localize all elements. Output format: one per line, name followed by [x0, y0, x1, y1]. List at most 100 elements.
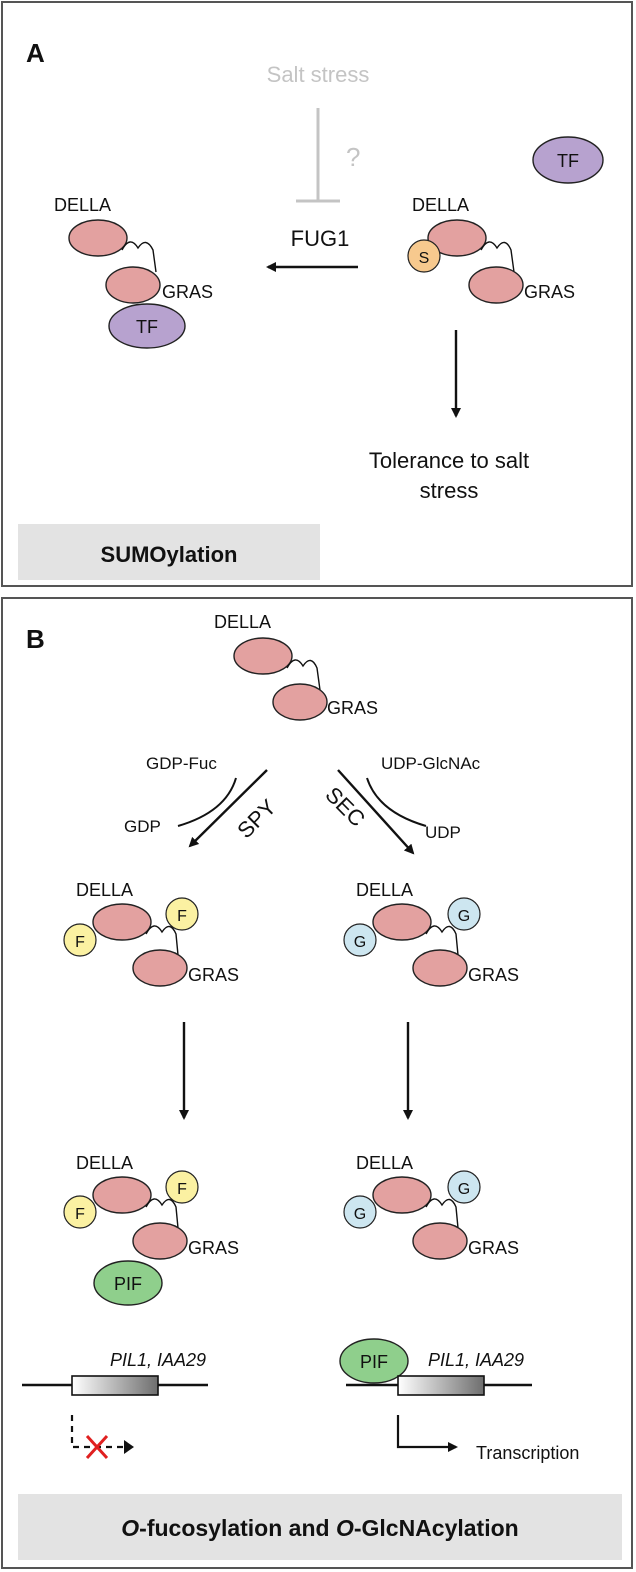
panel-a-footer — [18, 524, 320, 580]
blocked-arrowhead — [124, 1440, 134, 1454]
gras-domain — [272, 683, 328, 721]
gras-domain — [412, 1222, 468, 1260]
transcription-label: Transcription — [476, 1443, 579, 1463]
footer-o-2: O — [336, 1515, 354, 1541]
della-domain — [427, 219, 487, 257]
sumo-mark-label: S — [419, 250, 430, 267]
gras-label-f1: GRAS — [188, 965, 239, 985]
tf-bound — [108, 303, 186, 349]
della-label-g2: DELLA — [356, 1153, 413, 1173]
sumo-mark — [407, 239, 441, 273]
panel-b-footer-label: O-fucosylation and O-GlcNAcylation — [121, 1515, 518, 1541]
gene-names-left: PIL1, IAA29 — [110, 1350, 206, 1370]
gras-label-top: GRAS — [327, 698, 378, 718]
della-linker — [121, 241, 157, 273]
fucose-mark — [165, 897, 199, 931]
glcnac-mark — [447, 1170, 481, 1204]
gene-box — [397, 1375, 485, 1396]
tolerance-line2: stress — [420, 478, 479, 503]
footer-glcnacylation: -GlcNAcylation — [354, 1515, 519, 1541]
gras-label-g1: GRAS — [468, 965, 519, 985]
della-label-left: DELLA — [54, 195, 111, 215]
tf-free — [532, 136, 604, 184]
della-linker — [480, 241, 515, 273]
salt-stress-label: Salt stress — [267, 62, 370, 87]
della-linker — [286, 659, 321, 691]
della-label-f2: DELLA — [76, 1153, 133, 1173]
sec-arrow — [337, 769, 415, 855]
udp-glcnac-label: UDP-GlcNAc — [381, 754, 481, 773]
glcnac-mark-label: G — [458, 1181, 470, 1198]
pif-promoter-label: PIF — [360, 1352, 388, 1372]
fucosylated-della: DELLA F F GRAS — [63, 880, 239, 987]
panel-a: A Salt stress ? FUG1 DELLA GRAS TF DELLA… — [1, 1, 633, 587]
fucose-mark — [63, 923, 97, 957]
fucose-mark-label: F — [75, 934, 85, 951]
udp-label: UDP — [425, 823, 461, 842]
panel-b: B DELLA GRAS GDP-Fuc GDP SPY UDP-GlcNAc … — [1, 597, 633, 1569]
transcription-arrow — [396, 1415, 458, 1452]
footer-fucosylation: -fucosylation and — [139, 1515, 336, 1541]
della-linker — [425, 925, 459, 956]
fucose-mark — [165, 1170, 199, 1204]
blocked-cross-icon — [85, 1434, 109, 1460]
glcnac-mark-label: G — [354, 1206, 366, 1223]
gdp-label: GDP — [124, 817, 161, 836]
fucose-mark — [63, 1195, 97, 1229]
panel-b-frame — [1, 597, 633, 1569]
gene-locus-right: PIF PIL1, IAA29 Transcription — [339, 1338, 579, 1463]
gras-domain — [468, 266, 524, 304]
glcnacylated-della: DELLA G G GRAS — [343, 880, 519, 987]
della-linker — [425, 1198, 459, 1229]
panel-a-footer-label: SUMOylation — [101, 542, 238, 567]
della-domain — [372, 903, 432, 941]
della-domain — [92, 1176, 152, 1214]
glcnac-mark-label: G — [458, 908, 470, 925]
tf-bound-label: TF — [136, 317, 158, 337]
footer-o-1: O — [121, 1515, 139, 1541]
fug1-label: FUG1 — [291, 226, 350, 251]
fucose-mark-label: F — [75, 1206, 85, 1223]
pif-bound — [93, 1260, 163, 1306]
sumoylated-della: DELLA S GRAS — [407, 195, 575, 304]
glcnac-mark — [343, 1195, 377, 1229]
panel-a-frame — [1, 1, 633, 587]
panel-b-footer — [18, 1494, 622, 1560]
gras-label-left: GRAS — [162, 282, 213, 302]
della-label-g1: DELLA — [356, 880, 413, 900]
unknown-mechanism-mark: ? — [346, 142, 360, 172]
glcnac-mark-label: G — [354, 934, 366, 951]
gdp-fuc-curve — [177, 777, 237, 827]
della-domain — [92, 903, 152, 941]
della-domain — [233, 637, 293, 675]
della-label-right: DELLA — [412, 195, 469, 215]
udp-glcnac-curve — [366, 777, 427, 827]
spy-arrow — [188, 769, 268, 848]
pif-bound-label: PIF — [114, 1274, 142, 1294]
gene-locus-left: PIL1, IAA29 — [22, 1350, 208, 1460]
unmodified-della: DELLA GRAS — [214, 612, 378, 721]
della-label-f1: DELLA — [76, 880, 133, 900]
gras-label-f2: GRAS — [188, 1238, 239, 1258]
gras-domain — [105, 266, 161, 304]
tf-free-label: TF — [557, 151, 579, 171]
della-linker — [145, 1198, 179, 1229]
panel-a-letter: A — [26, 38, 45, 68]
blocked-transcription-arrow — [70, 1415, 124, 1449]
fucose-mark-label: F — [177, 1181, 187, 1198]
panel-b-letter: B — [26, 624, 45, 654]
della-label-top: DELLA — [214, 612, 271, 632]
fucose-mark-label: F — [177, 908, 187, 925]
glcnacylated-della-free: DELLA G G GRAS — [343, 1153, 519, 1260]
della-tf-complex: DELLA GRAS TF — [54, 195, 213, 349]
gras-domain — [412, 949, 468, 987]
gras-label-g2: GRAS — [468, 1238, 519, 1258]
pif-promoter — [339, 1338, 409, 1384]
della-domain — [372, 1176, 432, 1214]
tolerance-line1: Tolerance to salt — [369, 448, 529, 473]
gene-box — [71, 1375, 159, 1396]
gras-label-right: GRAS — [524, 282, 575, 302]
glcnac-mark — [447, 897, 481, 931]
gdp-fuc-label: GDP-Fuc — [146, 754, 217, 773]
